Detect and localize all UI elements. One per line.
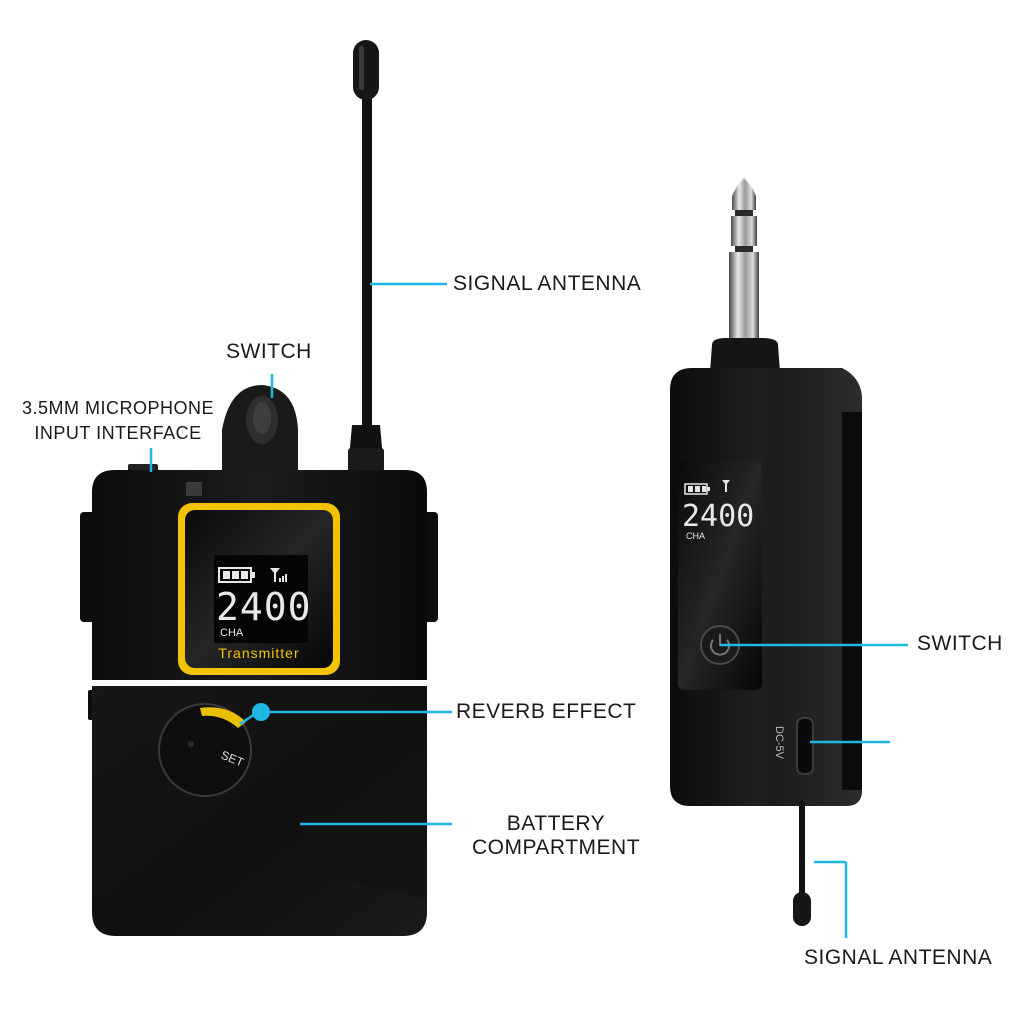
battery-compartment <box>92 686 427 936</box>
transmitter-antenna-label: SIGNAL ANTENNA <box>453 272 642 295</box>
transmitter-antenna <box>348 40 384 470</box>
receiver-signal-icon <box>722 480 730 492</box>
battery-label-line2: COMPARTMENT <box>471 836 641 859</box>
signal-strength-icon <box>270 568 287 582</box>
receiver-port-label: DC-5V <box>773 726 785 760</box>
transmitter-switch-label: SWITCH <box>226 340 312 363</box>
transmitter-brand-text: Transmitter <box>218 645 299 661</box>
receiver-lcd-channel: CHA <box>686 531 705 541</box>
mic-input-label-line1: 3.5MM MICROPHONE <box>21 398 215 418</box>
transmitter-lcd-channel: CHA <box>220 627 244 639</box>
mic-input-label: 3.5MM MICROPHONE INPUT INTERFACE <box>10 396 226 446</box>
reverb-effect-label: REVERB EFFECT <box>456 700 637 723</box>
receiver-screen: 2400 CHA <box>678 460 762 690</box>
transmitter-switch-knob[interactable] <box>222 385 298 470</box>
receiver-dc-port: DC-5V <box>773 717 814 775</box>
battery-compartment-label: BATTERY COMPARTMENT <box>454 812 658 860</box>
callout-lines <box>149 282 908 938</box>
reverb-callout-dot <box>252 703 270 721</box>
receiver-antenna-label: SIGNAL ANTENNA <box>804 946 993 969</box>
receiver-audio-plug <box>710 178 780 372</box>
battery-label-line1: BATTERY <box>506 812 606 835</box>
battery-indicator-icon <box>218 567 255 583</box>
transmitter-lcd-value: 2400 <box>216 585 312 629</box>
reverb-set-button[interactable]: SET <box>158 703 252 797</box>
receiver-antenna <box>793 800 811 926</box>
mic-input-label-line2: INPUT INTERFACE <box>34 423 202 443</box>
receiver-lcd-value: 2400 <box>682 499 754 534</box>
transmitter-screen: 2400 CHA Transmitter <box>178 503 340 675</box>
receiver-battery-icon <box>684 483 710 495</box>
receiver-switch-label: SWITCH <box>917 632 1003 655</box>
